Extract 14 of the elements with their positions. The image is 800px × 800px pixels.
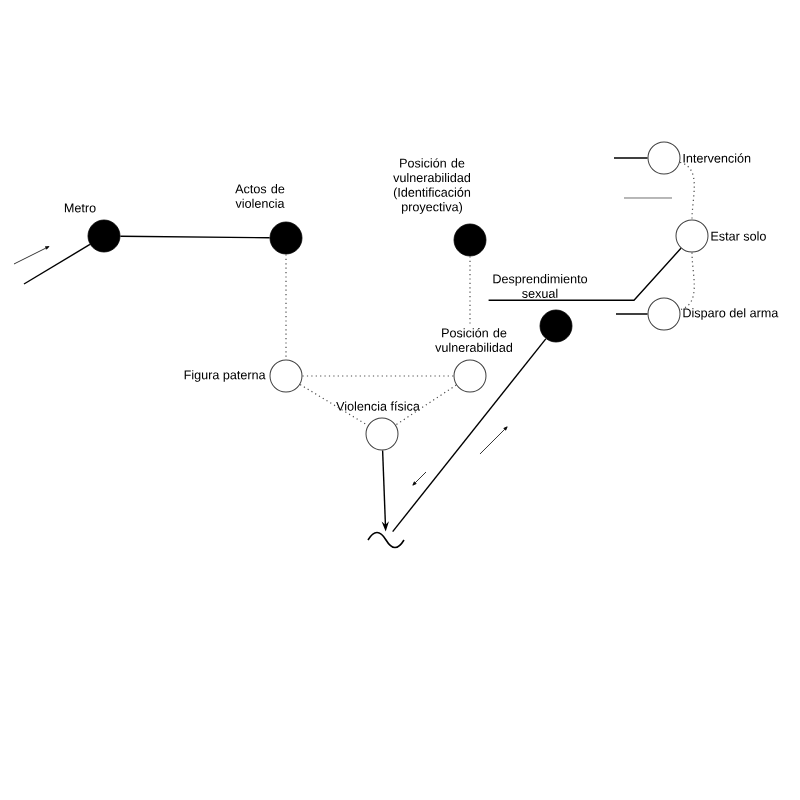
wave-symbol [367, 531, 405, 549]
dotted-line [679, 161, 695, 221]
dotted-line [301, 375, 455, 377]
line [23, 243, 91, 285]
dotted-line [679, 251, 695, 311]
dotted-line [395, 384, 457, 426]
line [487, 247, 682, 301]
dotted-line [469, 255, 471, 327]
dotted-line [299, 383, 369, 427]
line [615, 313, 649, 315]
dotted-line [285, 253, 287, 361]
line [119, 235, 271, 239]
line [391, 338, 547, 533]
line [613, 157, 649, 159]
